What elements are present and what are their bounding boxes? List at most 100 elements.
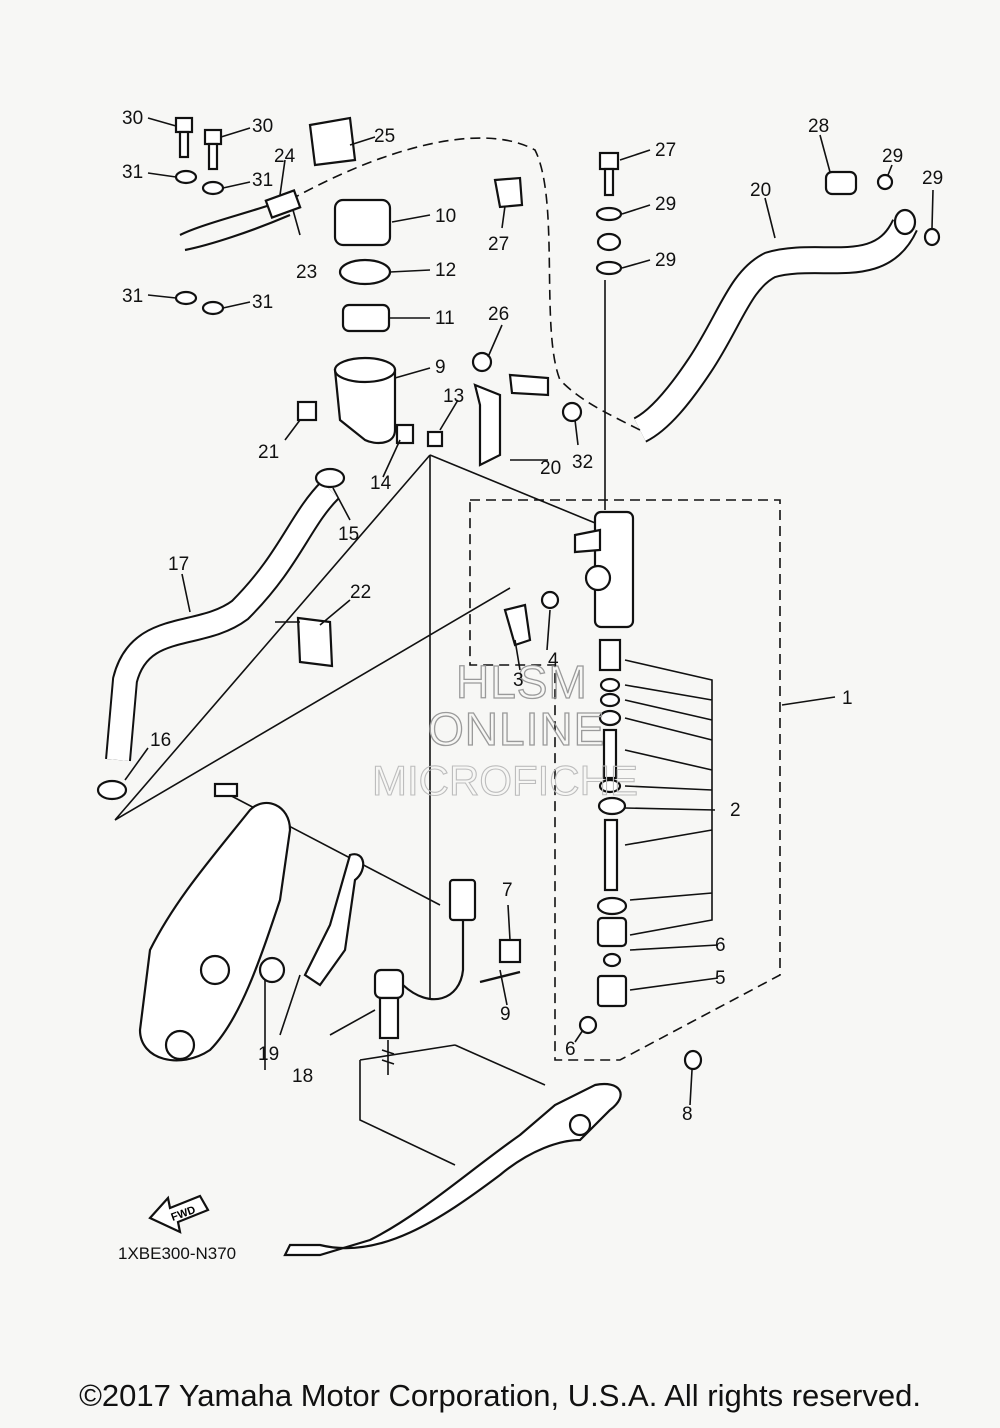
- callout-29d: 29: [922, 168, 943, 189]
- frame-bracket: [138, 801, 292, 1062]
- pipe-grommet: [264, 189, 302, 219]
- cup: [598, 709, 622, 727]
- spacer: [426, 430, 444, 448]
- collar: [395, 423, 415, 445]
- callout-24: 24: [274, 146, 296, 167]
- callout-30a: 30: [122, 108, 143, 129]
- callout-11: 10: [435, 206, 456, 227]
- gasket-29c: [876, 173, 894, 191]
- seal-c: [598, 778, 622, 794]
- callout-labels: 30 30 31 31 31 31 25 24 23 10 12 11 9 13…: [122, 108, 943, 1125]
- callout-20a: 20: [540, 458, 561, 479]
- callout-16b: 16: [150, 730, 171, 751]
- bracket-hole-1: [199, 954, 231, 986]
- screw-32: [561, 401, 583, 423]
- hose-holder: [296, 616, 334, 668]
- callout-14: 13: [443, 386, 464, 407]
- callout-3: 3: [513, 670, 524, 691]
- callout-8: 8: [682, 1104, 693, 1125]
- callout-1: 1: [842, 688, 853, 709]
- callout-leaders: [124, 117, 934, 1106]
- reservoir-top: [333, 356, 397, 384]
- boot: [596, 916, 628, 948]
- washer-31a: [174, 169, 198, 185]
- switch-lead: [402, 920, 465, 1001]
- hose-fitting-right: [893, 208, 917, 236]
- switch-bracket: [303, 853, 365, 987]
- reference-lines: [114, 280, 606, 1166]
- watermark-line-2: ONLINE: [428, 703, 605, 755]
- switch-body: [378, 996, 400, 1040]
- callout-19: 19: [258, 1044, 279, 1065]
- gasket-29b: [595, 260, 623, 276]
- callout-23: 23: [296, 262, 317, 283]
- locknut-6: [602, 952, 622, 968]
- callout-28a: 27: [655, 140, 676, 161]
- circlip: [597, 796, 627, 816]
- cotter-pin-8: [683, 1049, 703, 1071]
- callout-27: 27: [488, 234, 509, 255]
- callout-32: 32: [572, 452, 593, 473]
- reservoir-tank: [333, 368, 397, 445]
- push-rod: [603, 818, 619, 892]
- union-bolt-28-head: [598, 151, 620, 171]
- washer-31b: [201, 180, 225, 196]
- pipe-clamp-25: [308, 116, 357, 167]
- callout-4: 4: [548, 650, 559, 671]
- callout-31c: 31: [122, 286, 143, 307]
- spring: [598, 638, 622, 672]
- copyright-notice: ©2017 Yamaha Motor Corporation, U.S.A. A…: [79, 1378, 921, 1413]
- gasket-29a: [595, 206, 623, 222]
- bracket-hole-3: [258, 956, 286, 984]
- callout-31d: 31: [252, 292, 273, 313]
- callout-7: 7: [502, 880, 513, 901]
- reservoir-hose-inner: [107, 482, 338, 761]
- seal-b: [599, 692, 621, 708]
- callout-16a: 15: [338, 524, 359, 545]
- reservoir-bracket: [473, 383, 502, 467]
- callout-6b: 6: [565, 1039, 576, 1060]
- callout-29a: 29: [655, 194, 676, 215]
- callout-31a: 31: [122, 162, 143, 183]
- switch-connector: [448, 878, 477, 922]
- washer-31c: [174, 290, 198, 306]
- pedal-pivot: [568, 1113, 592, 1137]
- callout-5: 5: [715, 968, 726, 989]
- union-bolt-right: [824, 170, 858, 196]
- master-cylinder-mount: [573, 528, 602, 554]
- callout-12: 11: [435, 308, 455, 329]
- pin-7: [498, 938, 522, 964]
- cotter-pin-9: [479, 970, 521, 984]
- watermark-line-1: HLSM: [456, 656, 588, 708]
- callout-22: 22: [350, 582, 371, 603]
- callout-20b: 20: [750, 180, 771, 201]
- callout-29c: 29: [882, 146, 903, 167]
- diaphragm: [338, 258, 392, 286]
- snap-ring: [596, 896, 628, 916]
- fwd-arrow: FWD: [148, 1194, 210, 1234]
- bolt-30a-shank: [178, 130, 190, 159]
- gasket-29d: [923, 227, 941, 247]
- callout-9: 9: [500, 1004, 511, 1025]
- bracket-hole-2: [164, 1029, 196, 1061]
- hose-clamp-upper: [314, 467, 346, 489]
- reservoir-cap: [333, 198, 392, 247]
- locknut-6b: [578, 1015, 598, 1035]
- hose-banjo: [596, 232, 622, 252]
- pipe-clamp-27: [493, 176, 524, 209]
- bolt-30a-head: [174, 116, 194, 134]
- callout-26: 26: [488, 304, 509, 325]
- callout-13: 12: [435, 260, 456, 281]
- callout-29b: 29: [655, 250, 676, 271]
- hose-clamp-lower: [96, 779, 128, 801]
- hose-joint-4: [540, 590, 560, 610]
- hose-joint-3: [503, 603, 532, 647]
- callout-28b: 28: [808, 116, 829, 137]
- bracket-bolt: [213, 782, 239, 798]
- piston: [602, 728, 618, 780]
- callout-31b: 31: [252, 170, 273, 191]
- bolt-30b-shank: [207, 142, 219, 171]
- seal-a: [599, 677, 621, 693]
